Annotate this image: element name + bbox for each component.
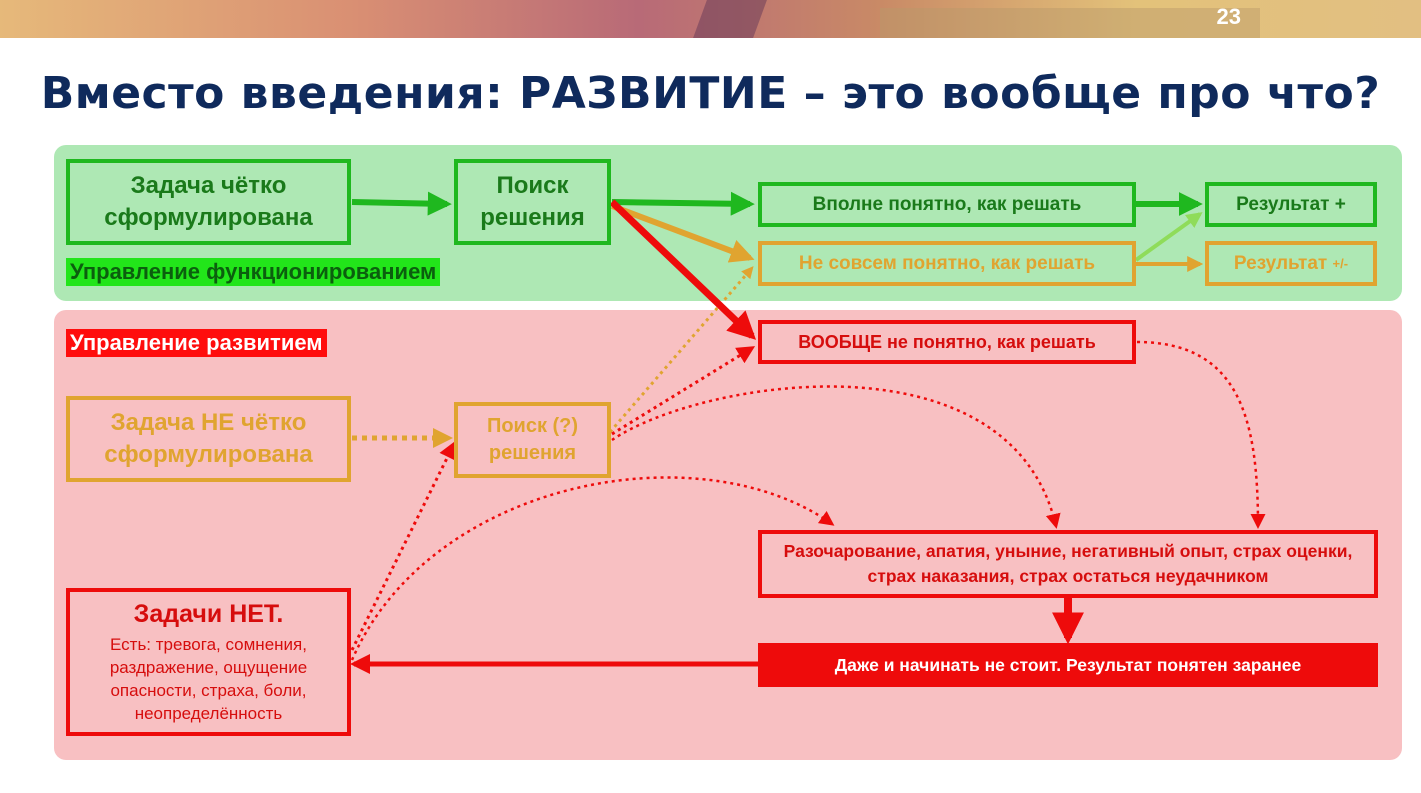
disappointment-box: Разочарование, апатия, уныние, негативны… (758, 530, 1378, 598)
search-solution-box: Поиск решения (454, 159, 611, 245)
arrow-search-to-clear (611, 191, 755, 216)
search-question-box: Поиск (?) решения (454, 402, 611, 478)
arrow-searchq-to-partial (608, 266, 754, 433)
slide-title: Вместо введения: РАЗВИТИЕ – это вообще п… (40, 68, 1381, 119)
development-label: Управление развитием (66, 329, 327, 357)
header-banner: 23 (0, 0, 1421, 38)
arrow-search-to-notclear (609, 199, 757, 340)
functioning-label: Управление функционированием (66, 258, 441, 286)
arrow-partial-to-result-plus (1134, 212, 1203, 262)
no-task-box: Задачи НЕТ. Есть: тревога, сомнения, раз… (66, 588, 351, 736)
arrow-searchq-to-notclear (611, 346, 756, 436)
clear-how-box: Вполне понятно, как решать (758, 182, 1136, 227)
not-worth-starting-box: Даже и начинать не стоит. Результат поня… (758, 643, 1378, 687)
arrow-searchq-to-disappoint (611, 385, 1061, 529)
banner-photo-shape (880, 8, 1260, 38)
arrow-notclear-to-disappoint (1136, 340, 1266, 529)
arrow-notask-to-disappoint (350, 476, 835, 661)
page-number: 23 (1216, 4, 1241, 29)
arrow-task-to-search (351, 191, 452, 216)
task-clear-box: Задача чётко сформулирована (66, 159, 351, 245)
task-unclear-box: Задача НЕ чётко сформулирована (66, 396, 351, 482)
not-clear-at-all-box: ВООБЩЕ не понятно, как решать (758, 320, 1136, 364)
arrow-search-to-partial (610, 203, 755, 263)
arrow-notask-to-searchq (350, 440, 456, 651)
result-pm-label: Результат (1233, 252, 1328, 274)
result-plus-box: Результат + (1205, 182, 1377, 227)
result-pm-suffix: +/- (1332, 256, 1349, 271)
not-quite-clear-box: Не совсем понятно, как решать (758, 241, 1136, 286)
result-pm-box: Результат +/- (1205, 241, 1377, 286)
no-task-title: Задачи НЕТ. (133, 599, 284, 628)
no-task-body: Есть: тревога, сомнения, раздражение, ощ… (109, 634, 308, 723)
